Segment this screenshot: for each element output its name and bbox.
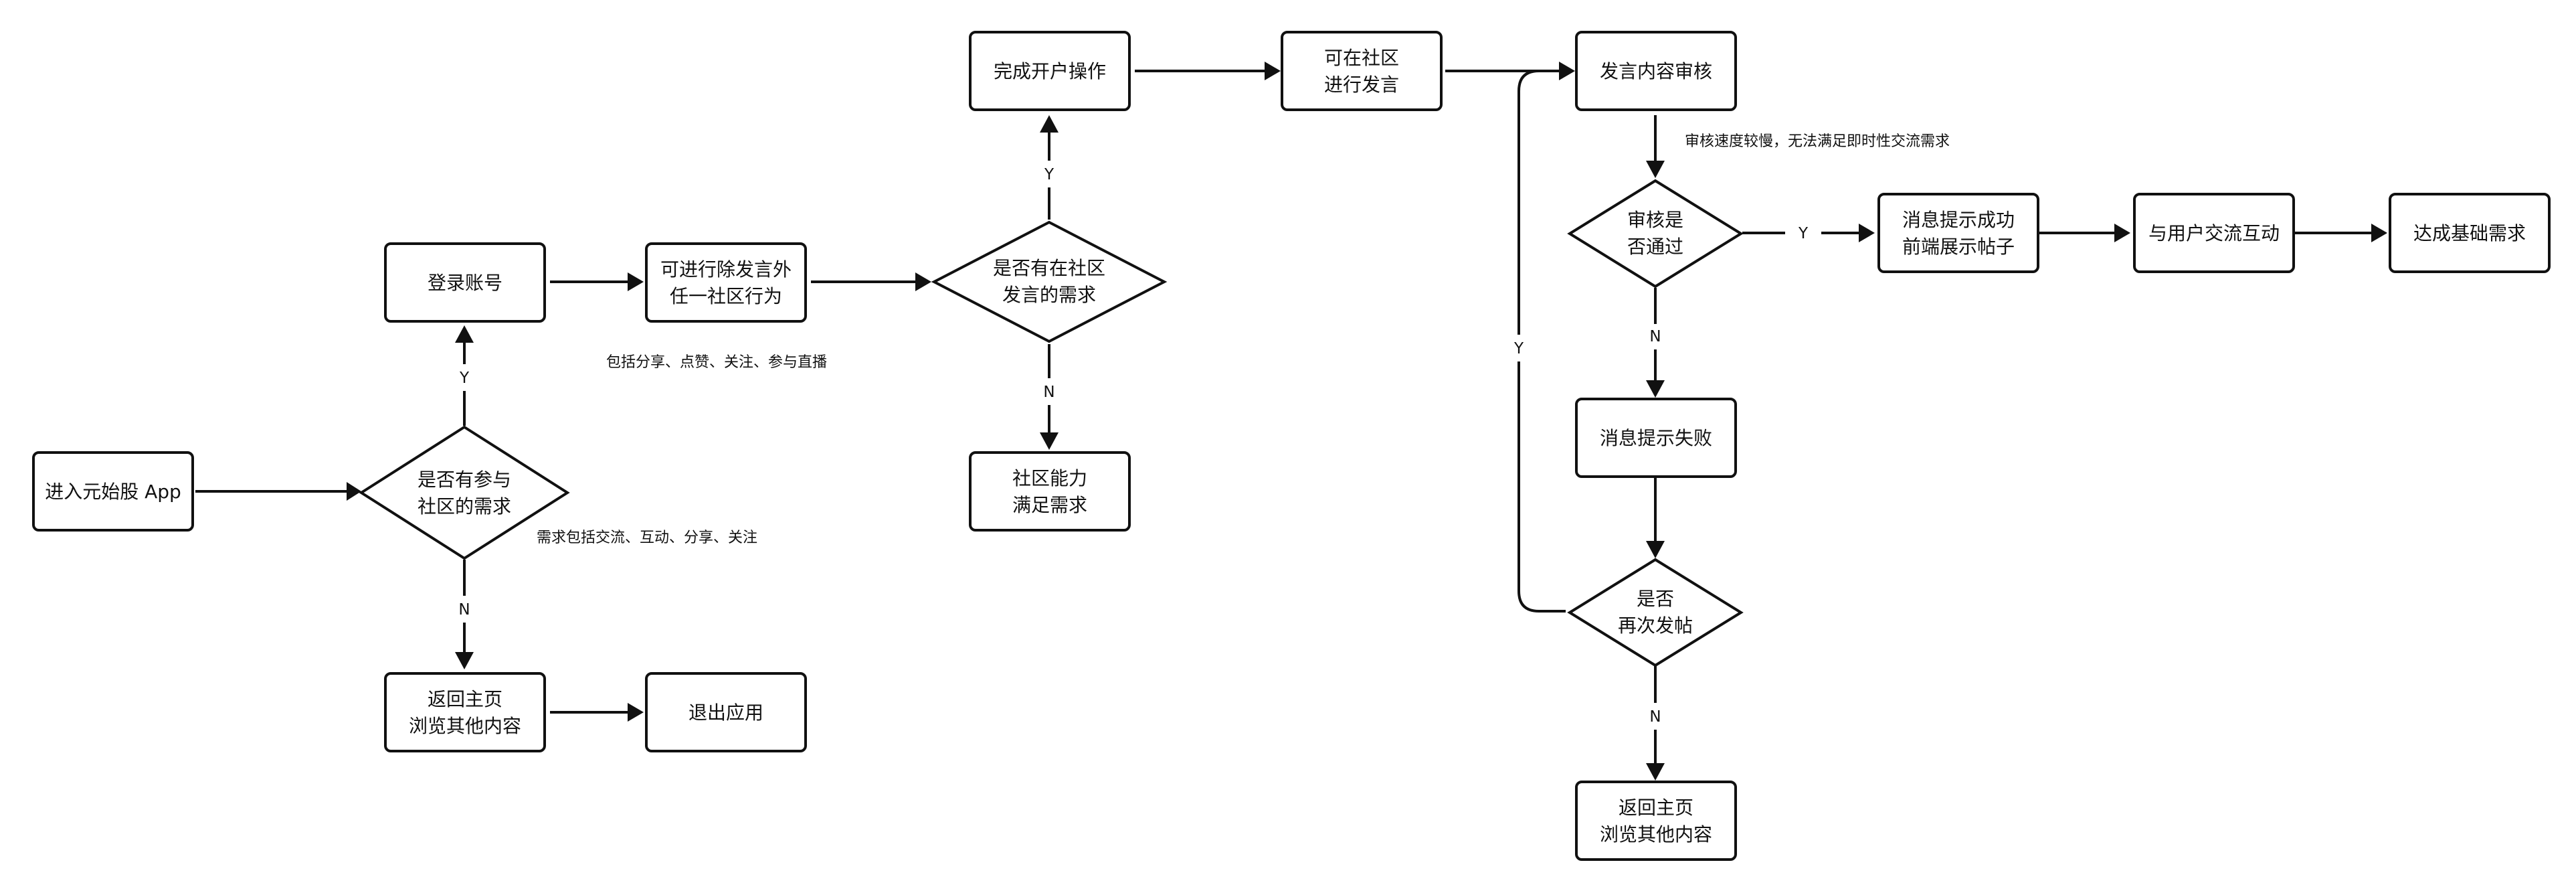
arrowhead <box>347 482 361 501</box>
arrowhead <box>455 652 474 669</box>
svg-text:任一社区行为: 任一社区行为 <box>670 285 782 307</box>
process-enter-app: 进入元始股 App <box>32 451 194 532</box>
notes: 需求包括交流、互动、分享、关注 包括分享、点赞、关注、参与直播 审核速度较慢，无… <box>537 133 1950 546</box>
edge-label-no: N <box>1649 708 1661 726</box>
svg-text:浏览其他内容: 浏览其他内容 <box>409 715 521 737</box>
arrowhead <box>1646 763 1665 781</box>
process-interact: 与用户交流互动 <box>2133 193 2295 273</box>
svg-text:是否有在社区: 是否有在社区 <box>993 257 1105 279</box>
arrowhead <box>1646 541 1665 558</box>
svg-text:再次发帖: 再次发帖 <box>1618 615 1693 637</box>
edge-label-no: N <box>1649 328 1661 345</box>
edge-labels: Y N Y N Y N N Y <box>458 166 1809 726</box>
connectors <box>195 62 2387 781</box>
decision-need-participate: 是否有参与 社区的需求 <box>359 425 570 560</box>
process-login: 登录账号 <box>384 242 546 323</box>
svg-text:浏览其他内容: 浏览其他内容 <box>1600 823 1712 845</box>
svg-text:进行发言: 进行发言 <box>1324 74 1399 96</box>
svg-text:审核是: 审核是 <box>1627 209 1683 231</box>
svg-text:达成基础需求: 达成基础需求 <box>2413 222 2526 244</box>
note-review-detail: 审核速度较慢，无法满足即时性交流需求 <box>1685 133 1950 150</box>
edge-label-yes: Y <box>1044 166 1054 183</box>
process-review: 发言内容审核 <box>1575 31 1737 111</box>
edge-repost-loop-to-review <box>1517 70 1540 335</box>
svg-text:可进行除发言外: 可进行除发言外 <box>660 258 792 280</box>
note-need-detail: 需求包括交流、互动、分享、关注 <box>537 530 757 546</box>
svg-text:否通过: 否通过 <box>1627 236 1683 258</box>
edge-repost-loop-to-review <box>1517 361 1566 613</box>
svg-text:满足需求: 满足需求 <box>1012 494 1087 516</box>
process-goal: 达成基础需求 <box>2389 193 2551 273</box>
svg-text:消息提示失败: 消息提示失败 <box>1600 427 1712 449</box>
svg-text:是否有参与: 是否有参与 <box>418 469 511 491</box>
svg-text:社区能力: 社区能力 <box>1012 467 1087 489</box>
svg-text:前端展示帖子: 前端展示帖子 <box>1902 236 2015 258</box>
svg-text:进入元始股 App: 进入元始股 App <box>45 481 181 503</box>
arrowhead <box>455 325 474 343</box>
process-community-ability: 社区能力 满足需求 <box>969 451 1131 532</box>
arrowhead <box>628 703 644 722</box>
note-actions-detail: 包括分享、点赞、关注、参与直播 <box>606 354 827 371</box>
arrowhead <box>1646 161 1665 178</box>
edge-label-yes: Y <box>459 370 470 387</box>
svg-text:可在社区: 可在社区 <box>1324 47 1399 69</box>
arrowhead <box>1859 224 1875 242</box>
svg-text:发言的需求: 发言的需求 <box>1002 284 1096 306</box>
process-non-post-actions: 可进行除发言外 任一社区行为 <box>645 242 807 323</box>
svg-text:退出应用: 退出应用 <box>688 702 763 724</box>
arrowhead <box>2114 224 2130 242</box>
nodes: 进入元始股 App 是否有参与 社区的需求 登录账号 可进行除发言外 任一社区行… <box>32 31 2551 861</box>
process-back-home-left: 返回主页 浏览其他内容 <box>384 672 546 752</box>
arrowhead <box>1040 115 1059 133</box>
svg-text:社区的需求: 社区的需求 <box>418 495 511 517</box>
process-open-account: 完成开户操作 <box>969 31 1131 111</box>
decision-review-passed: 审核是 否通过 <box>1567 179 1744 289</box>
arrowhead <box>1265 62 1281 80</box>
svg-text:发言内容审核: 发言内容审核 <box>1600 60 1712 82</box>
decision-repost: 是否 再次发帖 <box>1567 558 1744 667</box>
arrowhead <box>915 272 931 291</box>
process-can-post: 可在社区 进行发言 <box>1281 31 1443 111</box>
process-back-home-right: 返回主页 浏览其他内容 <box>1575 781 1737 861</box>
arrowhead <box>1646 380 1665 398</box>
edge-label-yes: Y <box>1798 225 1809 242</box>
svg-text:完成开户操作: 完成开户操作 <box>994 60 1106 82</box>
svg-text:登录账号: 登录账号 <box>428 272 502 294</box>
edge-label-yes: Y <box>1513 340 1524 357</box>
edge-label-no: N <box>1043 384 1054 401</box>
svg-text:消息提示成功: 消息提示成功 <box>1902 209 2015 231</box>
process-exit-app: 退出应用 <box>645 672 807 752</box>
svg-text:与用户交流互动: 与用户交流互动 <box>2148 222 2280 244</box>
edge-label-no: N <box>458 601 470 619</box>
svg-text:返回主页: 返回主页 <box>428 688 502 710</box>
process-fail-message: 消息提示失败 <box>1575 398 1737 478</box>
decision-need-post: 是否有在社区 发言的需求 <box>931 220 1168 343</box>
arrowhead <box>1559 62 1575 80</box>
arrowhead <box>628 272 644 291</box>
svg-text:是否: 是否 <box>1637 588 1674 610</box>
arrowhead <box>2371 224 2387 242</box>
arrowhead <box>1040 432 1059 450</box>
svg-text:返回主页: 返回主页 <box>1619 797 1693 819</box>
process-success-message: 消息提示成功 前端展示帖子 <box>1877 193 2039 273</box>
